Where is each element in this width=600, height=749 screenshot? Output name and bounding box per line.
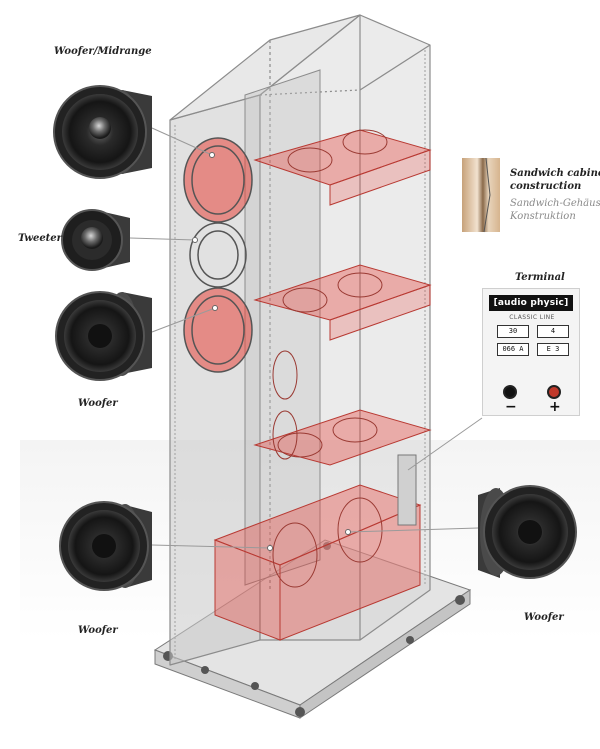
terminal-field-1: 30 <box>497 325 529 338</box>
callout-lines <box>129 127 483 549</box>
inner-partition <box>244 69 321 586</box>
baffle-driver-holes <box>183 137 253 373</box>
braces-red <box>213 129 432 641</box>
terminal-plus-sign: + <box>549 399 561 415</box>
base-plinth <box>153 539 472 719</box>
lower-right-woofer-driver-image <box>478 485 577 579</box>
label-woofer-midrange: Woofer/Midrange <box>54 46 152 57</box>
sandwich-sample-image <box>462 157 500 233</box>
brace-cutouts <box>272 129 388 588</box>
terminal-brand-logo: [audio physic] <box>489 295 573 311</box>
label-terminal: Terminal <box>515 272 565 283</box>
terminal-post-plus <box>547 385 561 399</box>
callout-dots <box>192 152 351 551</box>
terminal-minus-sign: − <box>505 399 517 415</box>
label-sandwich-en-2: construction <box>510 181 582 192</box>
label-sandwich-en-1: Sandwich cabinet <box>510 168 600 179</box>
terminal-field-3: 066 A <box>497 343 529 356</box>
terminal-plate: [audio physic] CLASSIC LINE 30 4 066 A E… <box>482 288 580 416</box>
label-sandwich-de-2: Konstruktion <box>510 211 576 222</box>
tweeter-driver-image <box>61 209 130 271</box>
lower-left-woofer-driver-image <box>59 501 152 591</box>
terminal-post-minus <box>503 385 517 399</box>
label-woofer-upper: Woofer <box>78 398 118 409</box>
label-woofer-left: Woofer <box>78 625 118 636</box>
upper-woofer-driver-image <box>55 291 152 381</box>
label-sandwich-de-1: Sandwich-Gehäuse- <box>510 198 600 209</box>
terminal-mount <box>397 454 417 526</box>
label-woofer-right: Woofer <box>524 612 564 623</box>
terminal-field-2: 4 <box>537 325 569 338</box>
label-tweeter: Tweeter <box>18 233 62 244</box>
woofer-midrange-driver-image <box>53 85 152 179</box>
terminal-line-name: CLASSIC LINE <box>509 314 555 321</box>
base-feet <box>163 542 465 717</box>
terminal-field-4: E 3 <box>537 343 569 356</box>
